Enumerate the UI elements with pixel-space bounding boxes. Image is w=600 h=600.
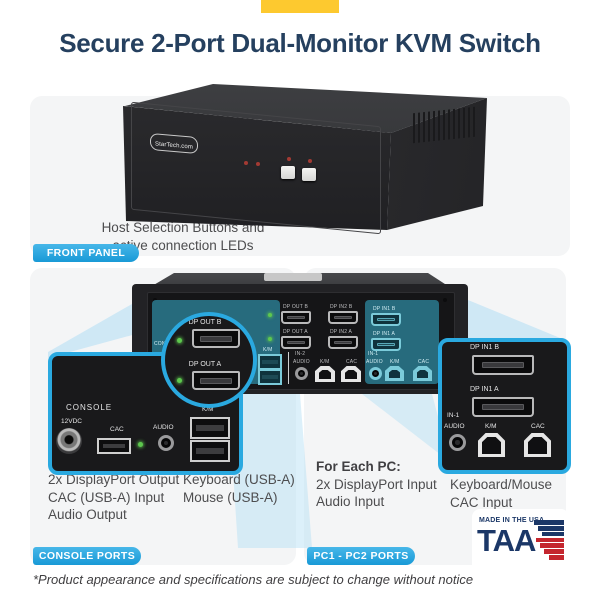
pc-legend-line2: Audio Input — [316, 494, 385, 509]
rear-handle — [264, 273, 322, 281]
console-legend-line1: 2x DisplayPort Output — [48, 472, 180, 487]
screw-top-right — [443, 298, 447, 302]
pc-audio-jack-icon — [449, 434, 466, 451]
pc-dp-b-label: DP IN1 B — [470, 344, 500, 351]
callout-dp-out-b-label: DP OUT B — [188, 319, 222, 326]
pc-callout: DP IN1 B DP IN1 A IN-1 AUDIO K/M CAC — [438, 338, 571, 474]
dp-in2-a-label: DP IN2 A — [330, 329, 353, 335]
callout-led-b — [177, 338, 182, 343]
pc-legend-col1: For Each PC: 2x DisplayPort Input Audio … — [316, 458, 437, 511]
pc-dp-b-port-icon — [472, 355, 534, 375]
audio1-label: AUDIO — [366, 359, 383, 365]
front-status-led-2 — [256, 162, 260, 166]
pc-cac-label: CAC — [531, 423, 545, 430]
taa-text: TAA — [477, 523, 536, 558]
console-legend-kb: Keyboard (USB-A) — [183, 472, 295, 487]
pc-dp-a-label: DP IN1 A — [470, 386, 499, 393]
rear-led-out-a — [268, 337, 272, 341]
made-in-usa-text: MADE IN THE USA — [479, 517, 545, 524]
km1-label: K/M — [390, 359, 400, 365]
dp-in2-b-port-icon — [328, 311, 358, 324]
console-audio-jack-icon — [158, 435, 174, 451]
host1-led — [287, 157, 291, 161]
console-ports-badge: CONSOLE PORTS — [33, 547, 141, 565]
in2-label: IN-2 — [295, 351, 306, 357]
footer-note: *Product appearance and specifications a… — [33, 572, 474, 587]
console-callout-title: CONSOLE — [66, 403, 113, 412]
dp-in1-b-port-icon — [371, 313, 401, 326]
cac1-usbb-port-icon — [413, 366, 432, 381]
console-km-usba2-icon — [190, 440, 230, 462]
console-cac-led — [138, 442, 143, 447]
host2-button — [302, 168, 316, 181]
pc-audio-label: AUDIO — [444, 423, 465, 430]
power-jack-icon — [56, 428, 82, 454]
km2-usbb-port-icon — [315, 366, 335, 382]
taa-flag-icon — [534, 519, 564, 567]
callout-dp-out-b-port-icon — [192, 329, 240, 348]
console-legend-mouse: Mouse (USB-A) — [183, 489, 278, 505]
host2-led — [308, 159, 312, 163]
callout-led-a — [177, 378, 182, 383]
callout-dp-out-a-port-icon — [192, 371, 240, 390]
dp-out-circle-callout: DP OUT B DP OUT A — [161, 312, 257, 408]
dp-out-b-label: DP OUT B — [283, 304, 309, 310]
pc-legend-col2: Keyboard/Mouse CAC Input — [450, 476, 552, 511]
dp-in2-b-label: DP IN2 B — [330, 304, 353, 310]
callout-dp-out-a-label: DP OUT A — [188, 361, 222, 368]
dp-out-b-port-icon — [281, 311, 311, 324]
console-legend-line2: CAC (USB-A) Input — [48, 489, 165, 505]
pc-legend-line1: 2x DisplayPort Input — [316, 476, 437, 492]
front-status-led-1 — [244, 161, 248, 165]
console-cac-usba-icon — [97, 438, 131, 454]
dp-in1-a-label: DP IN1 A — [373, 331, 396, 337]
host1-button — [281, 166, 295, 179]
pc-ports-badge: PC1 - PC2 PORTS — [307, 547, 415, 565]
rear-led-out-b — [268, 313, 272, 317]
audio1-jack-icon — [369, 367, 382, 380]
console-audio-label: AUDIO — [153, 424, 174, 431]
front-panel-badge: FRONT PANEL — [33, 244, 139, 262]
km2-label: K/M — [320, 359, 330, 365]
rear-km-usba-port2-icon — [258, 369, 282, 385]
console-cac-label: CAC — [110, 426, 124, 433]
console-km-usba1-icon — [190, 417, 230, 439]
rear-km-usba-port-icon — [258, 354, 282, 370]
km1-usbb-port-icon — [385, 366, 404, 381]
console-legend-line3: Audio Output — [48, 507, 127, 522]
pc-km-usbb-icon — [478, 433, 505, 457]
in1-label: IN-1 — [368, 351, 379, 357]
power-label: 12VDC — [61, 418, 82, 425]
cac1-label: CAC — [418, 359, 430, 365]
rear-km-usba-label: K/M — [263, 347, 273, 353]
front-caption-line2: active connection LEDs — [112, 238, 254, 253]
console-legend-col1: 2x DisplayPort Output CAC (USB-A) Input … — [48, 471, 179, 524]
console-legend-col2: Keyboard (USB-A) Mouse (USB-A) — [183, 471, 295, 506]
cac2-usbb-port-icon — [341, 366, 361, 382]
pc-dp-a-port-icon — [472, 397, 534, 417]
pc-in1-label: IN-1 — [447, 412, 460, 419]
dp-out-a-label: DP OUT A — [283, 329, 308, 335]
pc-km-label: K/M — [485, 423, 497, 430]
cac2-label: CAC — [346, 359, 358, 365]
audio2-label: AUDIO — [293, 359, 310, 365]
pc-cac-usbb-icon — [524, 433, 551, 457]
pc-legend-heading: For Each PC: — [316, 459, 401, 474]
audio2-jack-icon — [295, 367, 308, 380]
page-title: Secure 2-Port Dual-Monitor KVM Switch — [59, 28, 541, 58]
pc-legend-km: Keyboard/Mouse — [450, 477, 553, 492]
pc-legend-cac: CAC Input — [450, 494, 513, 510]
dp-in1-a-port-icon — [371, 338, 401, 351]
yellow-accent-bar — [261, 0, 339, 13]
startech-logo-text: StarTech.com — [155, 141, 193, 151]
taa-logo: MADE IN THE USA TAA — [472, 509, 569, 573]
dp-in1-b-label: DP IN1 B — [373, 306, 396, 312]
console-km-label: K/M — [202, 406, 214, 413]
front-device-photo: StarTech.com — [95, 78, 495, 243]
rear-divider — [288, 352, 289, 384]
dp-in2-a-port-icon — [328, 336, 358, 349]
dp-out-a-port-icon — [281, 336, 311, 349]
